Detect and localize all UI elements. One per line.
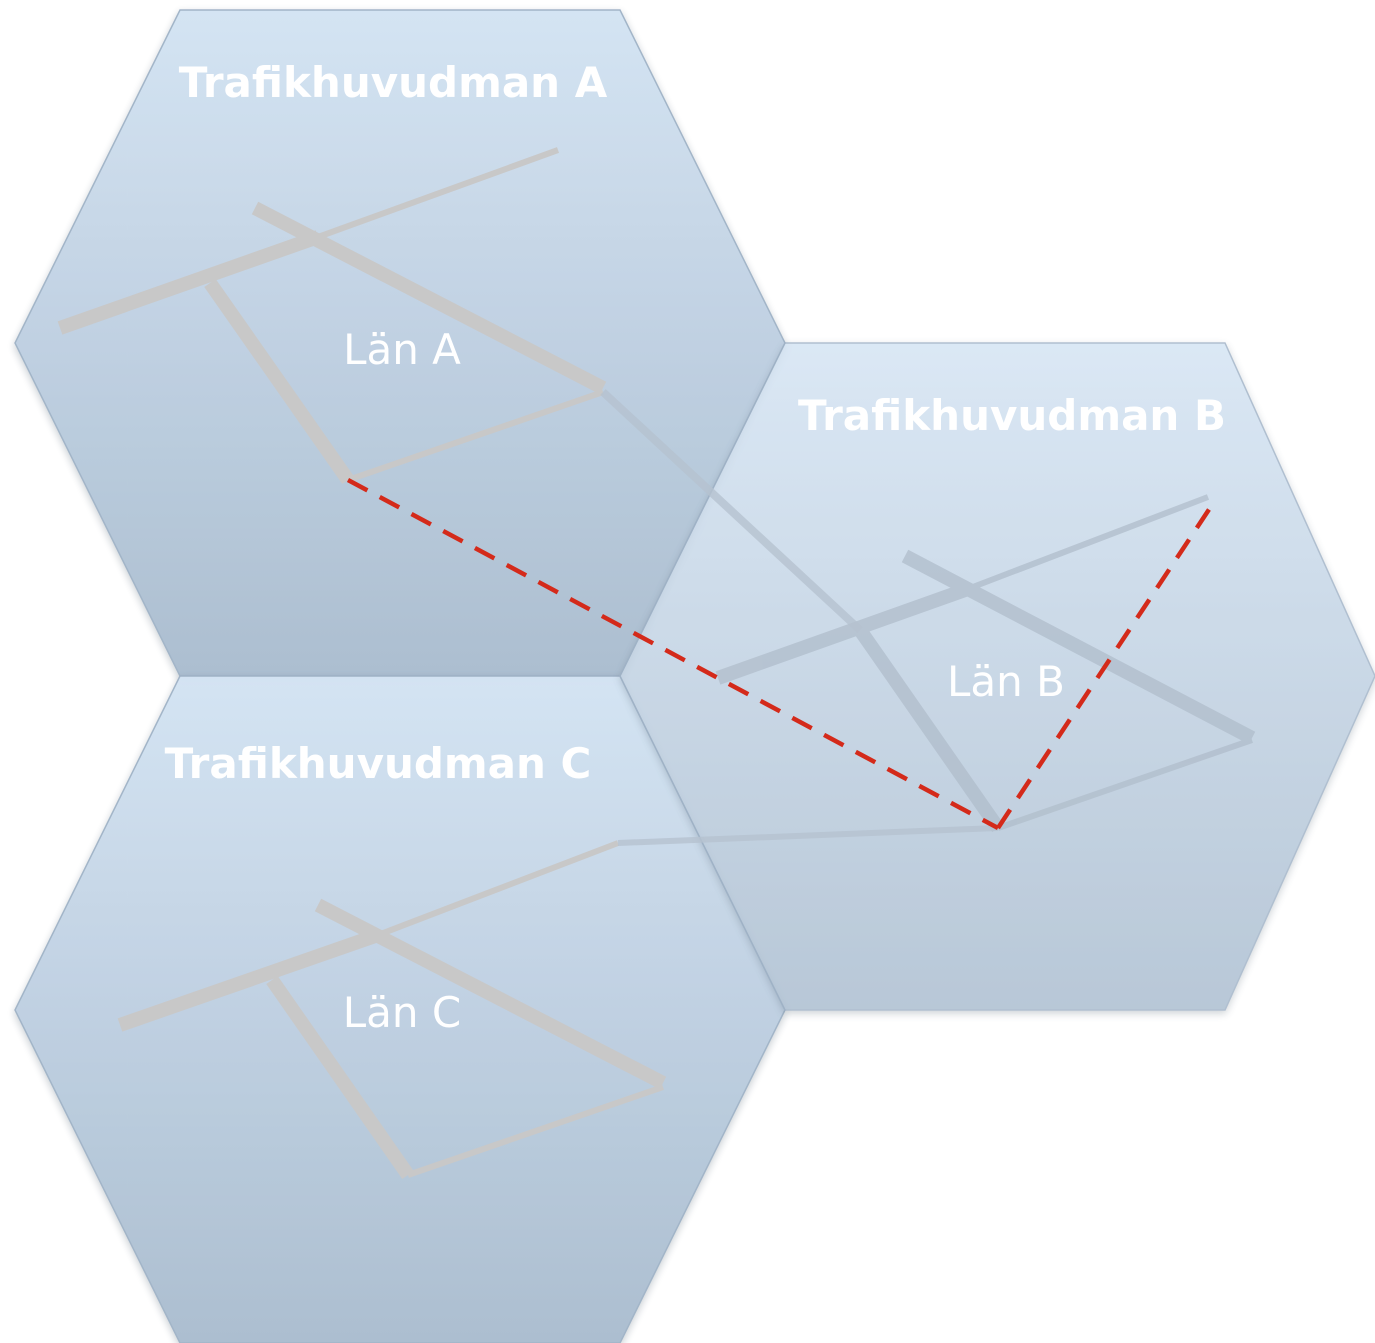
road-c-main-thin <box>376 840 620 938</box>
region-a-title: Trafikhuvudman A <box>179 58 608 107</box>
road-c-bottom <box>407 1084 664 1178</box>
region-b-hexagon <box>619 342 1375 1011</box>
road-a-main <box>57 230 321 335</box>
region-b-county-label: Län B <box>947 657 1065 706</box>
road-b-main-thin <box>963 494 1210 593</box>
road-a-diagonal <box>251 201 607 395</box>
dashed-link-a-to-b <box>346 478 1000 830</box>
road-a-bottom <box>347 389 604 483</box>
road-a-main-thin <box>316 147 560 240</box>
dashed-link-b-internal <box>996 506 1212 830</box>
region-b-title: Trafikhuvudman B <box>798 391 1226 440</box>
road-b-bottom <box>997 737 1253 831</box>
road-a-left <box>204 278 354 485</box>
region-a-county-label: Län A <box>343 325 461 374</box>
road-network-a <box>57 147 607 485</box>
road-b-diagonal <box>901 549 1256 745</box>
road-c-diagonal <box>314 898 667 1090</box>
dashed-connections <box>346 478 1212 830</box>
road-b-left <box>854 625 1004 833</box>
road-network-b <box>715 494 1256 833</box>
region-c-title: Trafikhuvudman C <box>165 739 592 788</box>
road-c-left <box>266 975 414 1180</box>
road-b-main <box>715 583 968 685</box>
inter-region-roads <box>600 389 999 846</box>
road-a-to-b <box>600 389 863 633</box>
road-network-c <box>117 840 667 1180</box>
road-c-to-b <box>617 825 999 846</box>
region-c-county-label: Län C <box>343 988 461 1037</box>
road-c-main <box>117 928 381 1032</box>
